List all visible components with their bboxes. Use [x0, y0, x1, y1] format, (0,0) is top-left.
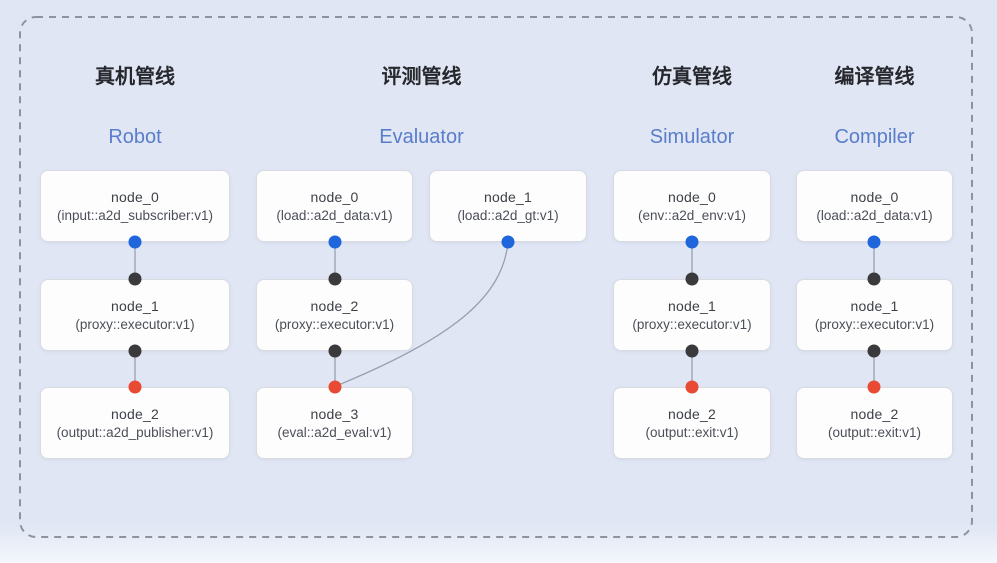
node-title: node_0 — [111, 189, 159, 205]
node-box-evaluator-node1: node_1 (load::a2d_gt:v1) — [429, 170, 587, 242]
node-subtitle: (load::a2d_gt:v1) — [457, 208, 559, 223]
node-box-evaluator-node3: node_3 (eval::a2d_eval:v1) — [256, 387, 413, 459]
node-subtitle: (eval::a2d_eval:v1) — [277, 425, 392, 440]
node-box-simulator-node2: node_2 (output::exit:v1) — [613, 387, 771, 459]
node-subtitle: (proxy::executor:v1) — [632, 317, 752, 332]
node-box-simulator-node0: node_0 (env::a2d_env:v1) — [613, 170, 771, 242]
node-title: node_2 — [668, 406, 716, 422]
node-box-robot-node1: node_1 (proxy::executor:v1) — [40, 279, 230, 351]
node-title: node_0 — [850, 189, 899, 205]
node-title: node_0 — [668, 189, 716, 205]
node-box-robot-node2: node_2 (output::a2d_publisher:v1) — [40, 387, 230, 459]
node-title: node_2 — [850, 406, 899, 422]
pipeline-title-zh-simulator: 仿真管线 — [652, 66, 732, 88]
node-title: node_0 — [310, 189, 359, 205]
node-subtitle: (env::a2d_env:v1) — [637, 208, 747, 223]
node-subtitle: (output::a2d_publisher:v1) — [56, 425, 214, 440]
pipeline-title-en-robot: Robot — [108, 126, 162, 148]
node-box-compiler-node0: node_0 (load::a2d_data:v1) — [796, 170, 953, 242]
pipeline-title-zh-evaluator: 评测管线 — [381, 66, 462, 88]
node-subtitle: (load::a2d_data:v1) — [276, 208, 393, 223]
node-title: node_1 — [850, 298, 899, 314]
pipeline-title-en-evaluator: Evaluator — [379, 126, 464, 148]
node-box-simulator-node1: node_1 (proxy::executor:v1) — [613, 279, 771, 351]
node-title: node_2 — [310, 298, 359, 314]
node-subtitle: (proxy::executor:v1) — [75, 317, 195, 332]
node-box-robot-node0: node_0 (input::a2d_subscriber:v1) — [40, 170, 230, 242]
node-box-compiler-node2: node_2 (output::exit:v1) — [796, 387, 953, 459]
pipeline-title-en-compiler: Compiler — [834, 126, 915, 148]
node-title: node_1 — [484, 189, 532, 205]
node-box-evaluator-node2: node_2 (proxy::executor:v1) — [256, 279, 413, 351]
pipeline-title-en-simulator: Simulator — [649, 126, 735, 148]
node-title: node_1 — [668, 298, 716, 314]
node-subtitle: (input::a2d_subscriber:v1) — [56, 208, 214, 223]
dashed-container-border — [19, 16, 973, 538]
node-subtitle: (proxy::executor:v1) — [814, 317, 935, 332]
node-box-compiler-node1: node_1 (proxy::executor:v1) — [796, 279, 953, 351]
node-title: node_3 — [310, 406, 359, 422]
node-subtitle: (proxy::executor:v1) — [274, 317, 395, 332]
node-subtitle: (load::a2d_data:v1) — [816, 208, 933, 223]
node-subtitle: (output::exit:v1) — [645, 425, 739, 440]
pipeline-title-zh-robot: 真机管线 — [95, 66, 175, 88]
pipeline-title-zh-compiler: 编译管线 — [834, 66, 915, 88]
node-title: node_2 — [111, 406, 159, 422]
node-title: node_1 — [111, 298, 159, 314]
node-box-evaluator-node0: node_0 (load::a2d_data:v1) — [256, 170, 413, 242]
node-subtitle: (output::exit:v1) — [827, 425, 922, 440]
